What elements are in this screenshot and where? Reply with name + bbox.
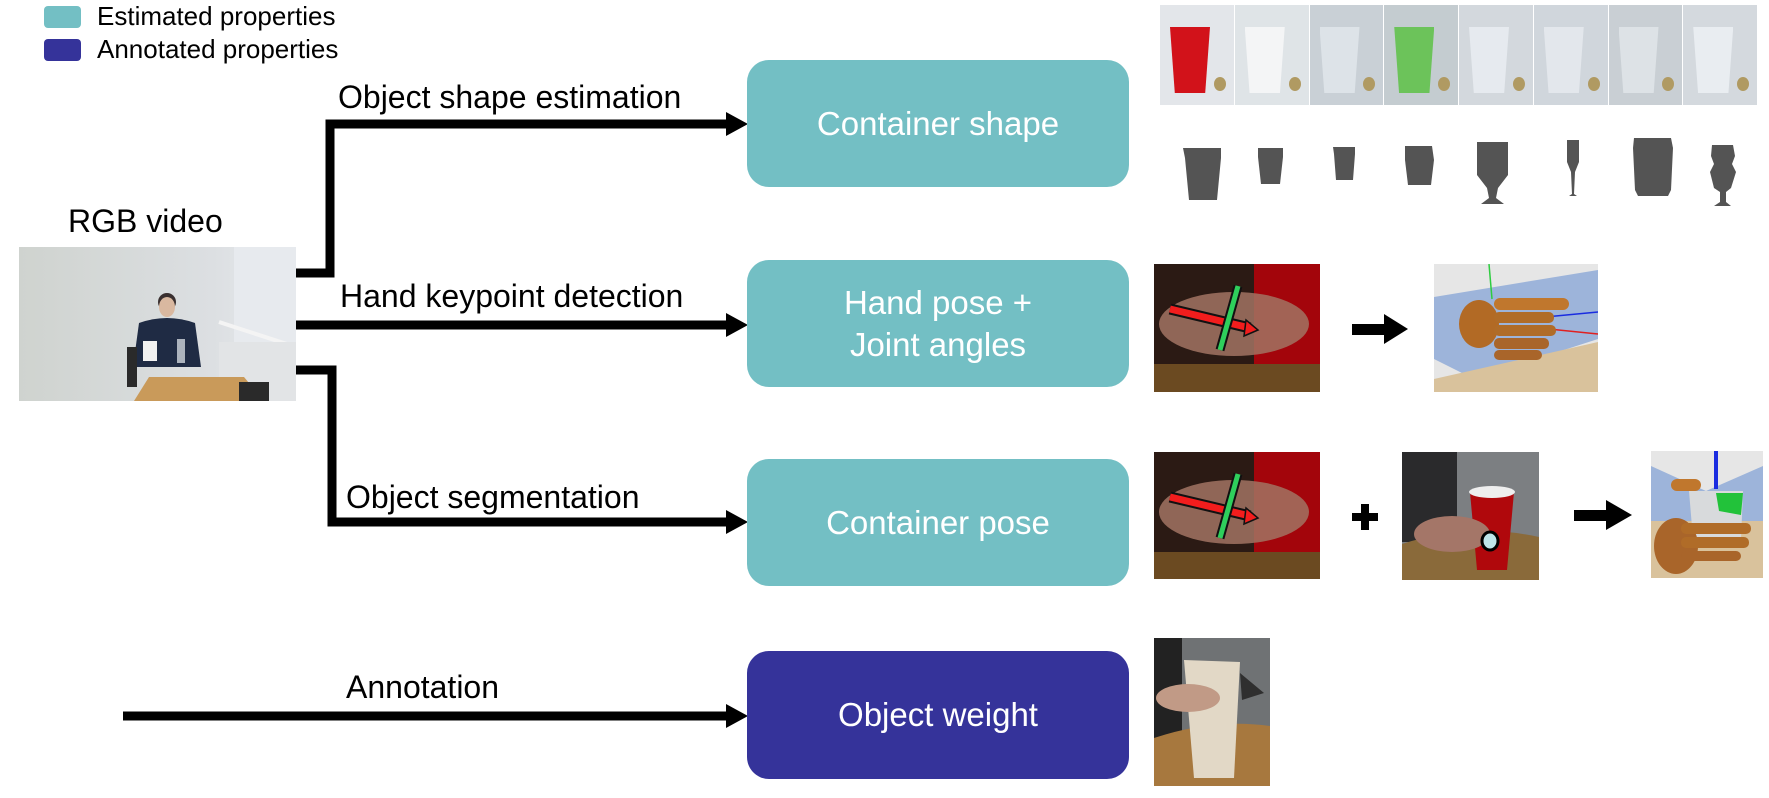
mesh-white-cup — [1258, 148, 1283, 184]
legend-swatch-annotated — [44, 39, 81, 61]
container-photo-strip — [1160, 5, 1757, 105]
legend-label-estimated: Estimated properties — [97, 1, 336, 31]
arrowhead-weight — [726, 704, 748, 728]
hand-keypoint-image-pose — [1154, 452, 1320, 579]
container-photo-wine-glass — [1459, 5, 1533, 105]
rgb-video-frame — [19, 247, 296, 401]
hand-3d-render — [1434, 264, 1598, 392]
arrow-hand-result — [1352, 324, 1386, 335]
container-photo-flute-glass — [1533, 5, 1608, 105]
mesh-cocktail — [1710, 145, 1736, 206]
box-hand-pose: Hand pose + Joint angles — [747, 260, 1129, 387]
container-pose-render — [1651, 451, 1763, 578]
box-container-shape: Container shape — [747, 60, 1129, 187]
branch-label-hand: Hand keypoint detection — [340, 278, 684, 314]
container-photo-clear-plastic-cup — [1309, 5, 1384, 105]
box-object-weight: Object weight — [747, 651, 1129, 779]
box-label-container-shape: Container shape — [816, 104, 1060, 142]
legend-label-annotated: Annotated properties — [97, 34, 339, 64]
container-photo-green-glass — [1384, 5, 1458, 105]
box-label-hand-pose-line2: Joint angles — [849, 325, 1027, 363]
arrowhead-hand — [726, 313, 748, 337]
arrow-shape-branch — [296, 119, 730, 278]
segmented-cup-image — [1402, 452, 1539, 580]
box-label-container-pose: Container pose — [826, 503, 1050, 541]
hand-keypoint-image — [1154, 264, 1320, 392]
container-photo-red-cup — [1160, 5, 1234, 105]
mesh-red-cup — [1183, 148, 1221, 200]
container-mesh-row — [1183, 138, 1736, 206]
mesh-green-glass — [1405, 146, 1434, 185]
arrowhead-hand-result — [1384, 314, 1408, 344]
mesh-clear-cup — [1333, 147, 1355, 180]
arrow-pose-result — [1574, 510, 1608, 521]
box-label-object-weight: Object weight — [838, 696, 1038, 733]
input-label: RGB video — [68, 203, 223, 239]
arrowhead-shape — [726, 112, 748, 136]
container-photo-white-cup — [1234, 5, 1309, 105]
branch-label-segmentation: Object segmentation — [346, 479, 640, 515]
container-photo-cocktail-glass — [1683, 5, 1757, 105]
arrowhead-pose — [726, 510, 748, 534]
legend-swatch-estimated — [44, 6, 81, 28]
mesh-flute — [1567, 140, 1579, 196]
mesh-wine-glass — [1477, 142, 1508, 204]
container-photo-tall-clear-beaker — [1608, 5, 1683, 105]
box-container-pose: Container pose — [747, 459, 1129, 586]
branch-label-annotation: Annotation — [346, 669, 500, 705]
mesh-beaker — [1633, 138, 1673, 196]
branch-label-shape: Object shape estimation — [338, 79, 682, 115]
box-label-hand-pose-line1: Hand pose + — [843, 283, 1033, 321]
arrowhead-pose-result — [1606, 500, 1632, 530]
arrow-segmentation-branch — [296, 365, 730, 527]
object-weight-image — [1154, 638, 1270, 786]
